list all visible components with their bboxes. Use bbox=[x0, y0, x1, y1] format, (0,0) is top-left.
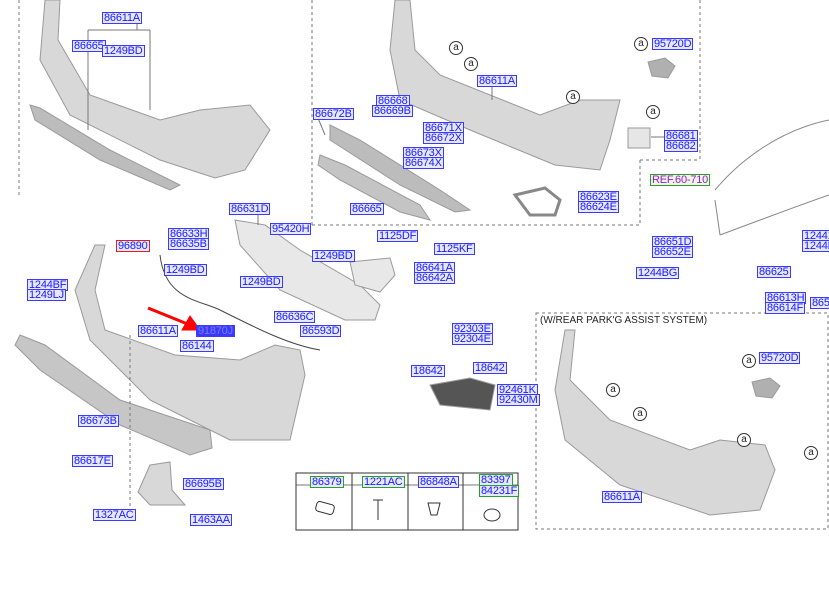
park-sensor-2 bbox=[751, 377, 781, 399]
part-callout-18642[interactable]: 18642 bbox=[473, 362, 507, 374]
lower-garnish-1 bbox=[29, 104, 182, 191]
part-callout-96890[interactable]: 96890 bbox=[116, 240, 150, 252]
part-callout-86625[interactable]: 86625 bbox=[757, 266, 791, 278]
part-callout-86614f[interactable]: 86614F bbox=[765, 302, 806, 314]
skid-plate-2 bbox=[329, 124, 472, 213]
part-callout-1327ac[interactable]: 1327AC bbox=[93, 509, 136, 521]
part-callout-86144[interactable]: 86144 bbox=[180, 340, 214, 352]
reflector-bezel bbox=[512, 186, 562, 217]
wiring-harness bbox=[159, 254, 321, 351]
part-callout-86674x[interactable]: 86674X bbox=[403, 157, 444, 169]
part-callout-86673b[interactable]: 86673B bbox=[78, 415, 119, 427]
rear-skid-plate bbox=[14, 334, 213, 456]
part-callout-1249bd[interactable]: 1249BD bbox=[102, 45, 145, 57]
part-callout-92430m[interactable]: 92430M bbox=[497, 394, 540, 406]
section-note: (W/REAR PARK'G ASSIST SYSTEM) bbox=[540, 315, 708, 326]
part-callout-18642[interactable]: 18642 bbox=[411, 365, 445, 377]
reference-marker-a: a bbox=[464, 57, 478, 71]
section-borders bbox=[18, 0, 829, 530]
part-callout-86672b[interactable]: 86672B bbox=[313, 108, 354, 120]
reference-marker-a: a bbox=[633, 407, 647, 421]
part-callout-95720d[interactable]: 95720D bbox=[759, 352, 801, 364]
park-sensor-1 bbox=[647, 57, 676, 79]
reference-marker-a: a bbox=[737, 433, 751, 447]
side-bracket bbox=[137, 461, 187, 506]
part-callout-1221ac[interactable]: 1221AC bbox=[362, 476, 405, 488]
reflector bbox=[627, 127, 651, 149]
part-callout-86617e[interactable]: 86617E bbox=[72, 455, 113, 467]
part-callout-1249bd[interactable]: 1249BD bbox=[240, 276, 283, 288]
part-callout-1244bg[interactable]: 1244BG bbox=[636, 267, 680, 279]
fastener-table bbox=[295, 472, 519, 531]
part-callout-86669b[interactable]: 86669B bbox=[372, 105, 413, 117]
part-callout-1244b[interactable]: 1244B bbox=[802, 240, 829, 252]
reference-marker-a: a bbox=[646, 105, 660, 119]
part-callout-86611a[interactable]: 86611A bbox=[138, 325, 178, 337]
part-callout-1249bd[interactable]: 1249BD bbox=[312, 250, 355, 262]
part-callout-86379[interactable]: 86379 bbox=[310, 476, 344, 488]
reference-marker-a: a bbox=[804, 446, 818, 460]
part-callout-86593d[interactable]: 86593D bbox=[300, 325, 342, 337]
rear-bumper-cover-2 bbox=[389, 0, 621, 171]
part-callout-86611a[interactable]: 86611A bbox=[102, 12, 142, 24]
part-callout-84231f[interactable]: 84231F bbox=[479, 485, 520, 497]
reinforcement-beam bbox=[234, 219, 381, 321]
reference-marker-a: a bbox=[449, 41, 463, 55]
part-callout-86611a[interactable]: 86611A bbox=[477, 75, 517, 87]
part-callout-86665[interactable]: 86665 bbox=[72, 40, 106, 52]
reference-marker-a: a bbox=[634, 37, 648, 51]
part-callout-86611a[interactable]: 86611A bbox=[602, 491, 642, 503]
part-callout-1463aa[interactable]: 1463AA bbox=[190, 514, 232, 526]
reference-marker-a: a bbox=[606, 383, 620, 397]
part-callout-1125df[interactable]: 1125DF bbox=[377, 230, 419, 242]
part-callout-86848a[interactable]: 86848A bbox=[418, 476, 459, 488]
reference-marker-a: a bbox=[566, 90, 580, 104]
vehicle-body-outline bbox=[714, 119, 829, 236]
part-callout-86652e[interactable]: 86652E bbox=[652, 246, 693, 258]
part-callout-86665[interactable]: 86665 bbox=[350, 203, 384, 215]
part-callout-86635b[interactable]: 86635B bbox=[168, 238, 209, 250]
highlight-arrow bbox=[147, 306, 201, 331]
part-callout-92304e[interactable]: 92304E bbox=[452, 333, 493, 345]
part-callout-1249bd[interactable]: 1249BD bbox=[164, 264, 207, 276]
part-callout-86695b[interactable]: 86695B bbox=[183, 478, 224, 490]
grommet-icon bbox=[483, 508, 501, 522]
part-callout-95420h[interactable]: 95420H bbox=[270, 223, 312, 235]
part-callout-865[interactable]: 865 bbox=[810, 297, 829, 309]
part-callout-1249lj[interactable]: 1249LJ bbox=[27, 289, 66, 301]
part-callout-86624e[interactable]: 86624E bbox=[578, 201, 619, 213]
part-callout-86642a[interactable]: 86642A bbox=[414, 272, 455, 284]
screw-icon bbox=[373, 499, 383, 520]
part-callout-91870j[interactable]: 91870J bbox=[196, 325, 235, 337]
rear-lamp bbox=[429, 377, 496, 411]
rear-bumper-cover-main bbox=[74, 244, 306, 441]
plug-icon bbox=[315, 501, 335, 515]
clip-icon bbox=[427, 502, 441, 516]
part-callout-86631d[interactable]: 86631D bbox=[229, 203, 271, 215]
part-callout-86672x[interactable]: 86672X bbox=[423, 132, 464, 144]
part-callout-86636c[interactable]: 86636C bbox=[274, 311, 316, 323]
reference-link[interactable]: REF.60-710 bbox=[650, 174, 711, 186]
reference-marker-a: a bbox=[742, 354, 756, 368]
lower-garnish-2 bbox=[317, 154, 432, 221]
energy-absorber bbox=[349, 257, 396, 293]
part-callout-86682[interactable]: 86682 bbox=[664, 140, 698, 152]
part-callout-1125kf[interactable]: 1125KF bbox=[434, 243, 475, 255]
rear-bumper-cover-3 bbox=[554, 329, 776, 516]
rear-bumper-cover-1 bbox=[39, 0, 271, 179]
part-callout-95720d[interactable]: 95720D bbox=[652, 38, 694, 50]
